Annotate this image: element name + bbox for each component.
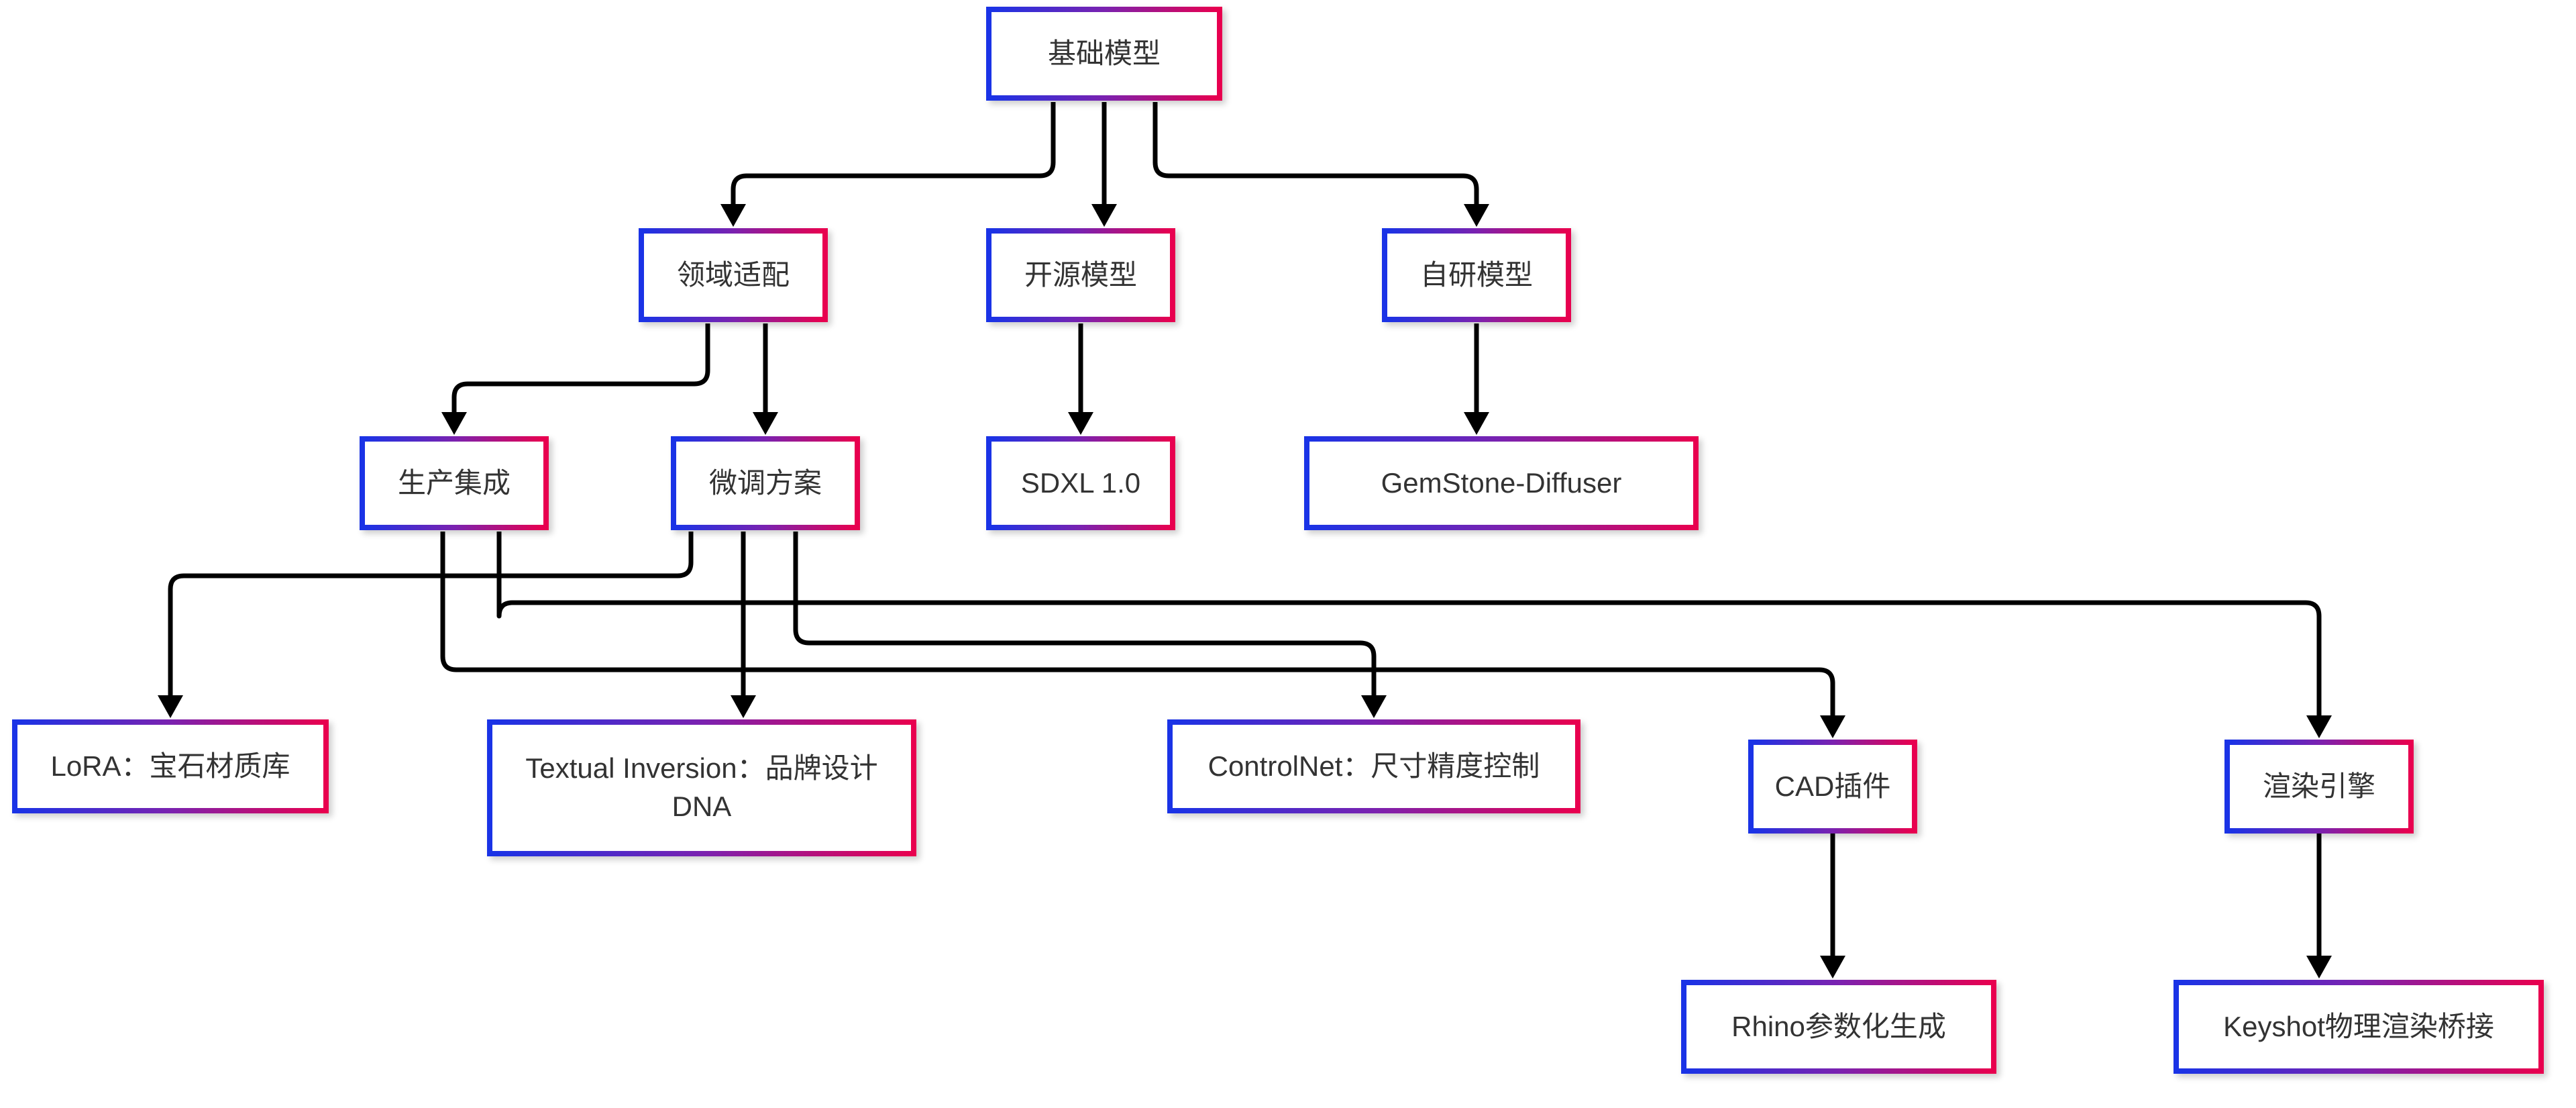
arrowhead-cad-plugin (1820, 715, 1845, 738)
node-keyshot[interactable]: Keyshot物理渲染桥接 (2174, 980, 2544, 1074)
node-label-finetune-plan: 微调方案 (708, 466, 822, 499)
edge-domain-adapt-to-prod-integration (451, 323, 710, 413)
node-label-textual-inversion: Textual Inversion：品牌设计 DNA (525, 752, 878, 822)
node-label-render-engine: 渲染引擎 (2262, 770, 2375, 802)
node-label-keyshot: Keyshot物理渲染桥接 (2223, 1010, 2494, 1042)
node-label-base-model: 基础模型 (1047, 37, 1161, 69)
edge-finetune-plan-to-controlnet (793, 532, 1377, 697)
arrowhead-sdxl (1068, 412, 1093, 435)
arrowhead-domain-adapt (720, 204, 746, 227)
node-gemstone-diffuser[interactable]: GemStone-Diffuser (1304, 436, 1699, 530)
node-sdxl[interactable]: SDXL 1.0 (986, 436, 1175, 530)
arrowhead-lora (158, 695, 183, 718)
node-render-engine[interactable]: 渲染引擎 (2224, 740, 2414, 834)
edge-base-model-to-self-dev-model (1152, 102, 1479, 207)
node-label-cad-plugin: CAD插件 (1774, 770, 1891, 802)
node-label-controlnet: ControlNet：尺寸精度控制 (1208, 750, 1540, 782)
node-label-prod-integration: 生产集成 (397, 466, 511, 499)
node-label-rhino: Rhino参数化生成 (1731, 1010, 1946, 1042)
node-self-dev-model[interactable]: 自研模型 (1382, 228, 1571, 322)
node-controlnet[interactable]: ControlNet：尺寸精度控制 (1167, 719, 1580, 813)
node-open-source-model[interactable]: 开源模型 (986, 228, 1175, 322)
arrowhead-textual-inversion (731, 695, 756, 718)
node-domain-adapt[interactable]: 领域适配 (639, 228, 828, 322)
node-cad-plugin[interactable]: CAD插件 (1748, 740, 1917, 834)
arrowhead-keyshot (2306, 956, 2332, 978)
edge-base-model-to-domain-adapt (731, 102, 1056, 207)
node-label-self-dev-model: 自研模型 (1419, 258, 1533, 291)
node-label-sdxl: SDXL 1.0 (1020, 466, 1141, 499)
edge-prod-integration-to-render-engine (496, 532, 2322, 717)
arrowhead-gemstone (1464, 412, 1489, 435)
node-label-lora: LoRA：宝石材质库 (50, 750, 290, 782)
edge-finetune-plan-to-lora (168, 532, 694, 697)
node-textual-inversion[interactable]: Textual Inversion：品牌设计 DNA (487, 719, 916, 856)
arrowhead-open-source-model (1091, 204, 1117, 227)
node-prod-integration[interactable]: 生产集成 (360, 436, 549, 530)
arrowhead-finetune-plan (753, 412, 778, 435)
node-rhino[interactable]: Rhino参数化生成 (1681, 980, 1996, 1074)
node-label-domain-adapt: 领域适配 (676, 258, 790, 291)
arrowhead-render-engine (2306, 715, 2332, 738)
edge-prod-integration-to-cad-plugin (440, 532, 1835, 717)
arrowhead-self-dev-model (1464, 204, 1489, 227)
arrowhead-rhino (1820, 956, 1845, 978)
node-label-open-source-model: 开源模型 (1024, 258, 1137, 291)
node-finetune-plan[interactable]: 微调方案 (671, 436, 860, 530)
arrowhead-prod-integration (441, 412, 467, 435)
node-base-model[interactable]: 基础模型 (986, 7, 1222, 101)
arrowhead-controlnet (1361, 695, 1387, 718)
node-lora[interactable]: LoRA：宝石材质库 (12, 719, 329, 813)
node-label-gemstone-diffuser: GemStone-Diffuser (1381, 466, 1622, 499)
